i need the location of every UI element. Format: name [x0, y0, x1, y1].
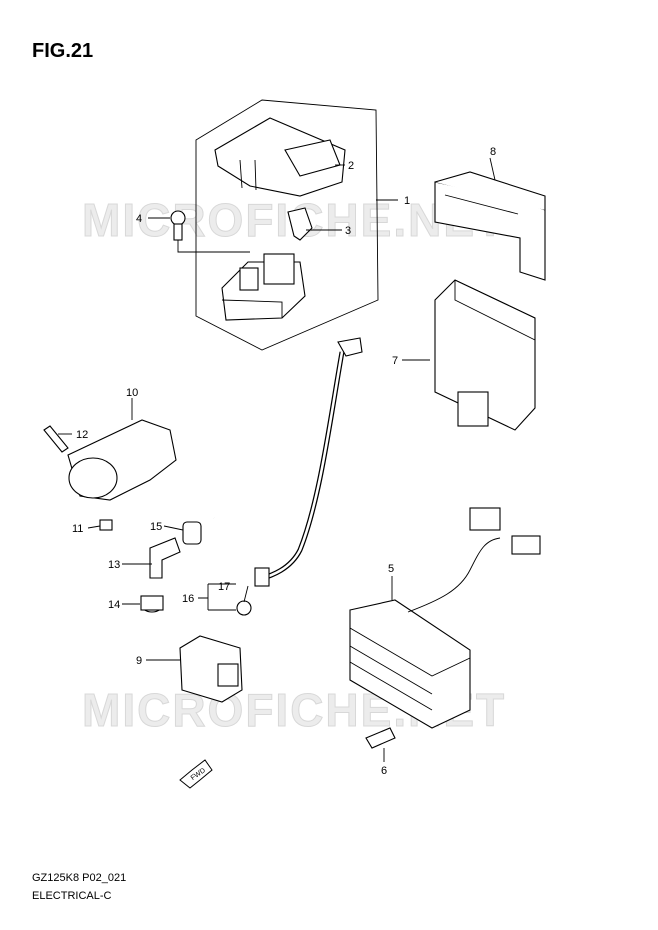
- section-name: ELECTRICAL-C: [32, 890, 112, 902]
- callout-15: 15: [150, 521, 162, 533]
- starter-relay-assembly: [177, 99, 379, 351]
- callout-14: 14: [108, 599, 120, 611]
- relay-bolt: [170, 210, 186, 241]
- callout-9: 9: [136, 655, 142, 667]
- battery-cable: [236, 337, 363, 616]
- callout-12: 12: [76, 429, 88, 441]
- coil-bolt: [43, 425, 69, 453]
- ecu-bracket: [434, 171, 546, 281]
- model-code: GZ125K8 P02_021: [32, 872, 127, 884]
- figure-title: FIG.21: [32, 40, 94, 62]
- coil-cap: [99, 519, 113, 531]
- spark-plug-cap: [140, 521, 202, 613]
- forward-arrow-icon: FWD: [179, 759, 213, 789]
- callout-3: 3: [345, 225, 351, 237]
- regulator-rectifier: [349, 507, 541, 729]
- connector: [179, 635, 243, 703]
- callout-13: 13: [108, 559, 120, 571]
- ecu-unit: [434, 279, 536, 431]
- callout-6: 6: [381, 765, 387, 777]
- callout-17: 17: [218, 581, 230, 593]
- callout-16: 16: [182, 593, 194, 605]
- callout-11: 11: [72, 523, 83, 535]
- callout-2: 2: [348, 160, 354, 172]
- callout-1: 1: [404, 195, 410, 207]
- ignition-coil: [67, 419, 242, 521]
- callout-10: 10: [126, 387, 138, 399]
- callout-8: 8: [490, 146, 496, 158]
- regulator-bolt: [365, 727, 396, 749]
- callout-5: 5: [388, 563, 394, 575]
- leader-lines: [58, 157, 496, 762]
- callout-7: 7: [392, 355, 398, 367]
- callout-4: 4: [136, 213, 142, 225]
